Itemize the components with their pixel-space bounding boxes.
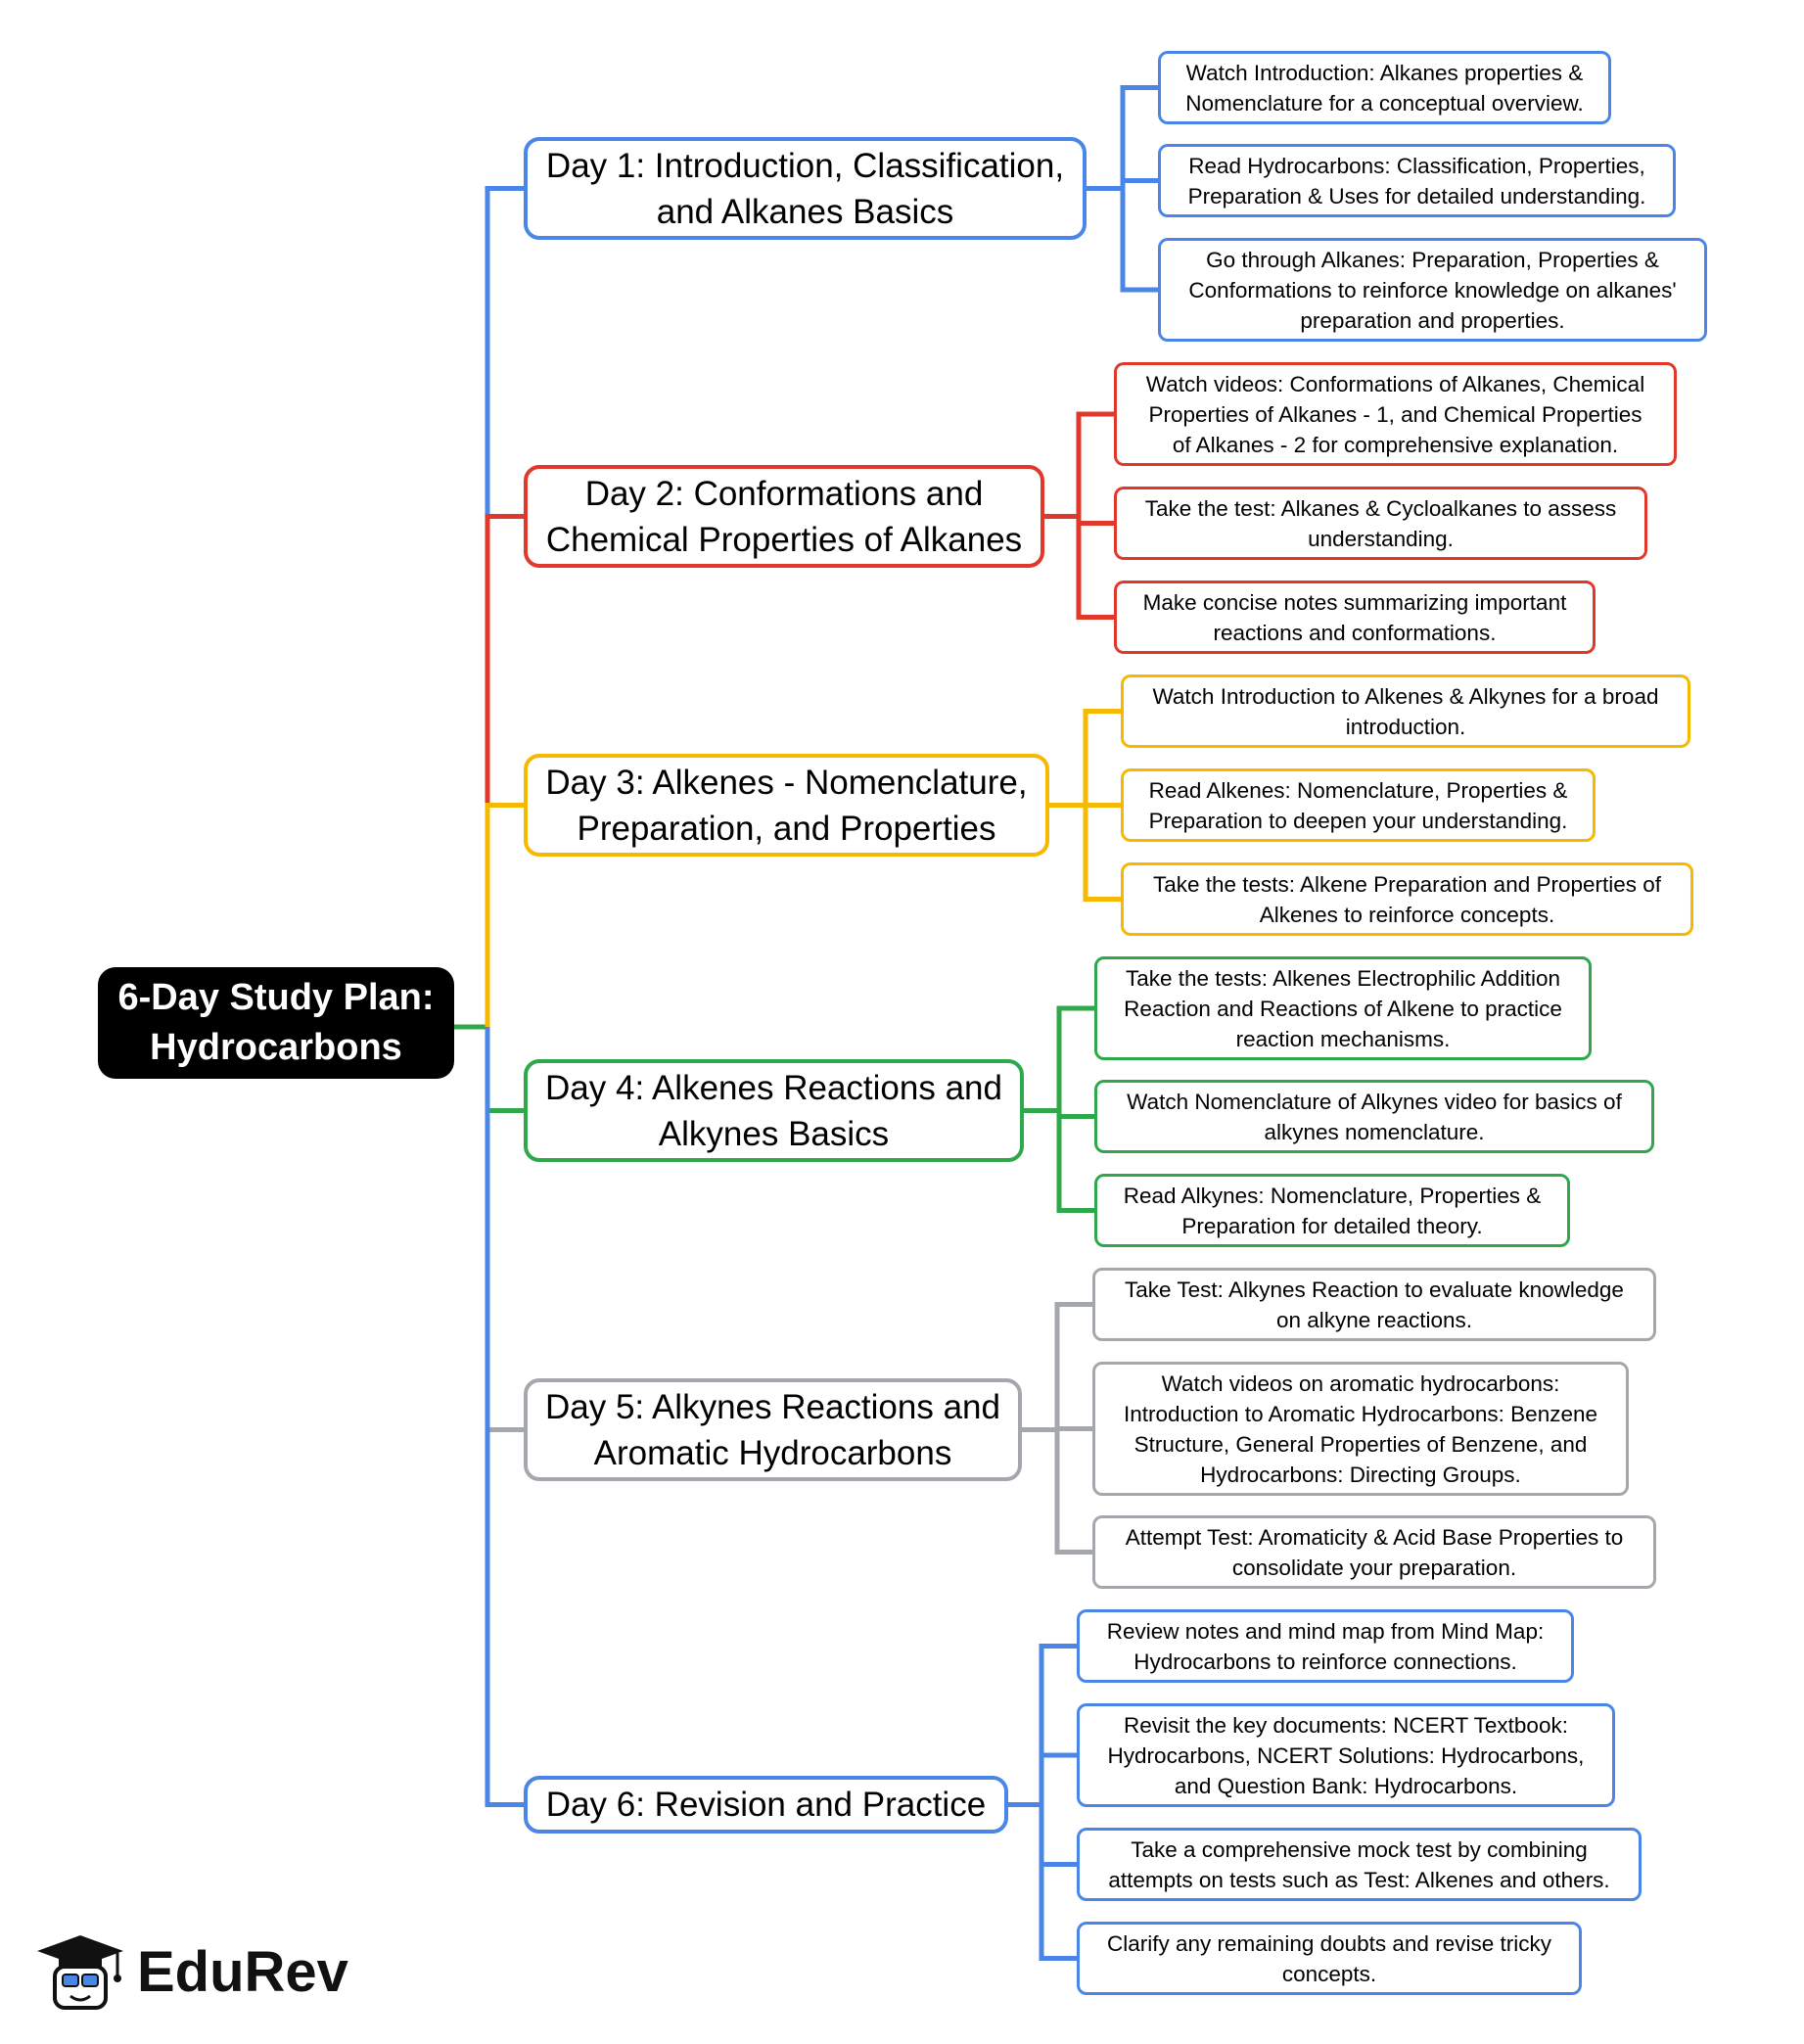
day-5-task-3-connector — [1054, 1429, 1092, 1555]
day-5-task-1[interactable]: Take Test: Alkynes Reaction to evaluate … — [1092, 1268, 1656, 1341]
task-text: Watch videos on aromatic hydrocarbons: I… — [1123, 1370, 1597, 1487]
task-text: Take the test: Alkanes & Cycloalkanes to… — [1144, 495, 1617, 551]
day-6-task-4-connector — [1039, 1804, 1077, 1961]
trunk-branch-6 — [485, 1027, 524, 1807]
day-3-label: Day 3: Alkenes - Nomenclature, Preparati… — [545, 763, 1028, 848]
day-1-task-3-connector — [1120, 188, 1158, 293]
task-text: Take Test: Alkynes Reaction to evaluate … — [1125, 1277, 1624, 1332]
day-4-task-2-connector — [1056, 1110, 1094, 1119]
trunk-branch-1 — [485, 186, 524, 1027]
day-1-node[interactable]: Day 1: Introduction, Classification, and… — [524, 137, 1087, 240]
task-text: Make concise notes summarizing important… — [1142, 589, 1567, 645]
day-1-label: Day 1: Introduction, Classification, and… — [545, 146, 1065, 231]
task-text: Attempt Test: Aromaticity & Acid Base Pr… — [1125, 1524, 1624, 1580]
day-3-task-1[interactable]: Watch Introduction to Alkenes & Alkynes … — [1121, 674, 1690, 748]
edurev-logo[interactable]: EduRev — [35, 1933, 358, 2012]
day-4-task-1-connector — [1056, 1005, 1094, 1111]
task-text: Clarify any remaining doubts and revise … — [1107, 1930, 1551, 1986]
day-6-task-1[interactable]: Review notes and mind map from Mind Map:… — [1077, 1609, 1574, 1683]
task-text: Watch videos: Conformations of Alkanes, … — [1145, 371, 1645, 457]
graduation-cap-mascot-icon — [37, 1935, 123, 2010]
day-4-task-3-connector — [1056, 1110, 1094, 1213]
task-text: Take the tests: Alkenes Electrophilic Ad… — [1124, 965, 1562, 1051]
day-4-task-2[interactable]: Watch Nomenclature of Alkynes video for … — [1094, 1080, 1654, 1153]
task-text: Revisit the key documents: NCERT Textboo… — [1107, 1712, 1585, 1798]
day-6-task-3-connector — [1039, 1804, 1077, 1867]
task-text: Go through Alkanes: Preparation, Propert… — [1188, 247, 1677, 333]
day-2-task-1-connector — [1076, 411, 1114, 517]
day-4-label: Day 4: Alkenes Reactions and Alkynes Bas… — [545, 1068, 1002, 1153]
day-2-task-1[interactable]: Watch videos: Conformations of Alkanes, … — [1114, 362, 1677, 466]
task-text: Watch Introduction: Alkanes properties &… — [1185, 60, 1584, 116]
trunk-branch-2 — [485, 514, 524, 1027]
day-6-task-3[interactable]: Take a comprehensive mock test by combin… — [1077, 1828, 1642, 1901]
day-5-task-1-connector — [1054, 1302, 1092, 1430]
day-5-task-3[interactable]: Attempt Test: Aromaticity & Acid Base Pr… — [1092, 1515, 1656, 1589]
root-title: 6-Day Study Plan: Hydrocarbons — [117, 977, 435, 1068]
task-text: Take the tests: Alkene Preparation and P… — [1152, 871, 1662, 927]
task-text: Take a comprehensive mock test by combin… — [1108, 1836, 1610, 1892]
day-3-task-1-connector — [1083, 709, 1121, 806]
day-1-task-3[interactable]: Go through Alkanes: Preparation, Propert… — [1158, 238, 1707, 342]
day-2-node[interactable]: Day 2: Conformations and Chemical Proper… — [524, 465, 1044, 568]
task-text: Read Hydrocarbons: Classification, Prope… — [1187, 153, 1646, 209]
day-4-task-1[interactable]: Take the tests: Alkenes Electrophilic Ad… — [1094, 956, 1592, 1060]
day-5-label: Day 5: Alkynes Reactions and Aromatic Hy… — [545, 1387, 1000, 1472]
brand-name: EduRev — [137, 1940, 348, 2004]
day-2-task-3-connector — [1076, 516, 1114, 620]
day-6-label: Day 6: Revision and Practice — [545, 1786, 987, 1824]
task-text: Review notes and mind map from Mind Map:… — [1106, 1618, 1545, 1674]
day-6-task-1-connector — [1039, 1644, 1077, 1805]
day-5-task-2[interactable]: Watch videos on aromatic hydrocarbons: I… — [1092, 1362, 1629, 1496]
day-6-task-2[interactable]: Revisit the key documents: NCERT Textboo… — [1077, 1703, 1615, 1807]
day-1-task-2[interactable]: Read Hydrocarbons: Classification, Prope… — [1158, 144, 1676, 217]
trunk-branch-3 — [485, 803, 524, 1027]
day-2-task-2[interactable]: Take the test: Alkanes & Cycloalkanes to… — [1114, 487, 1647, 560]
day-3-node[interactable]: Day 3: Alkenes - Nomenclature, Preparati… — [524, 754, 1049, 857]
task-text: Read Alkenes: Nomenclature, Properties &… — [1148, 777, 1568, 833]
day-4-node[interactable]: Day 4: Alkenes Reactions and Alkynes Bas… — [524, 1059, 1024, 1162]
trunk-branch-5 — [485, 1027, 524, 1432]
day-1-task-1-connector — [1120, 85, 1158, 189]
trunk-branch-4 — [485, 1027, 524, 1113]
day-3-task-2[interactable]: Read Alkenes: Nomenclature, Properties &… — [1121, 768, 1596, 842]
task-text: Watch Nomenclature of Alkynes video for … — [1127, 1089, 1622, 1144]
day-1-task-2-connector — [1120, 178, 1158, 189]
day-3-task-3[interactable]: Take the tests: Alkene Preparation and P… — [1121, 862, 1693, 936]
day-1-task-1[interactable]: Watch Introduction: Alkanes properties &… — [1158, 51, 1611, 124]
day-5-node[interactable]: Day 5: Alkynes Reactions and Aromatic Hy… — [524, 1378, 1022, 1481]
day-5-task-2-connector — [1054, 1426, 1092, 1431]
root-node[interactable]: 6-Day Study Plan: Hydrocarbons — [98, 967, 454, 1079]
day-4-task-3[interactable]: Read Alkynes: Nomenclature, Properties &… — [1094, 1174, 1570, 1247]
day-3-task-3-connector — [1083, 805, 1121, 902]
day-6-node[interactable]: Day 6: Revision and Practice — [524, 1776, 1008, 1834]
day-2-task-2-connector — [1076, 516, 1114, 526]
day-2-label: Day 2: Conformations and Chemical Proper… — [545, 474, 1023, 559]
day-6-task-2-connector — [1039, 1752, 1077, 1805]
task-text: Read Alkynes: Nomenclature, Properties &… — [1123, 1183, 1542, 1238]
day-6-task-4[interactable]: Clarify any remaining doubts and revise … — [1077, 1922, 1582, 1995]
day-2-task-3[interactable]: Make concise notes summarizing important… — [1114, 581, 1596, 654]
task-text: Watch Introduction to Alkenes & Alkynes … — [1152, 683, 1659, 739]
